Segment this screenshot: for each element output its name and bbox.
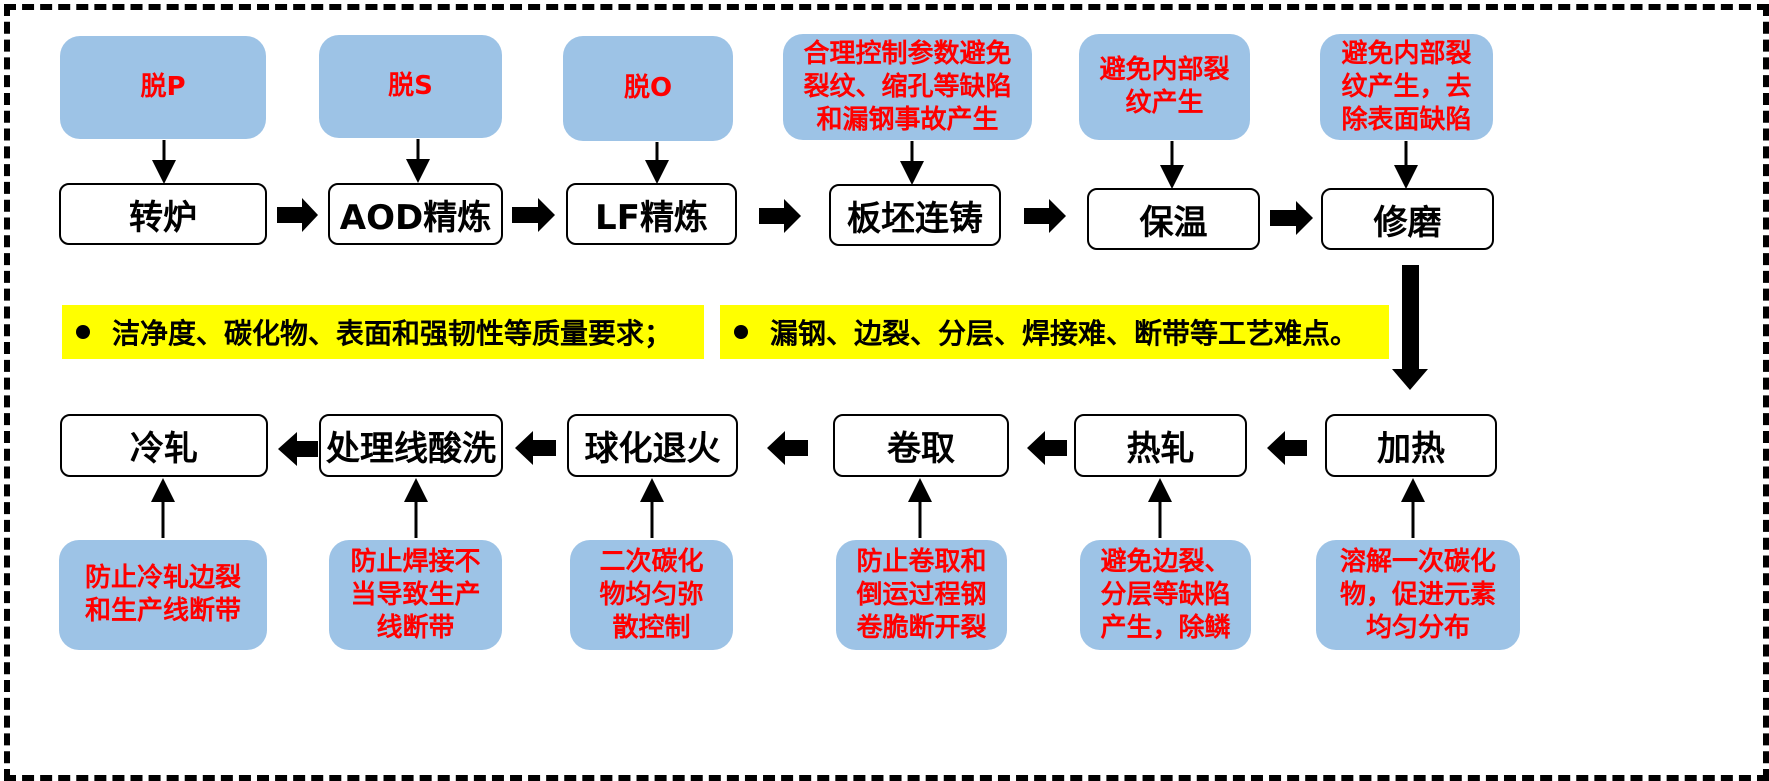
dashed-border	[4, 4, 1769, 781]
note-hot-rolling: 避免边裂、 分层等缺陷 产生，除鳞	[1080, 540, 1251, 650]
note-insulation: 避免内部裂 纹产生	[1079, 34, 1250, 140]
arrow-right-icon	[277, 198, 318, 232]
stage-hot-rolling: 热轧	[1074, 414, 1247, 477]
arrow-right-icon	[1024, 199, 1066, 233]
arrow-left-icon	[515, 431, 556, 465]
note-coiling: 防止卷取和 倒运过程钢 卷脆断开裂	[836, 540, 1007, 650]
stage-aod-refining: AOD精炼	[328, 183, 503, 245]
stage-converter: 转炉	[59, 183, 267, 245]
arrow-left-icon	[767, 431, 808, 465]
note-heating: 溶解一次碳化 物，促进元素 均匀分布	[1316, 540, 1520, 650]
arrow-right-icon	[1270, 201, 1313, 235]
stage-lf-refining: LF精炼	[566, 183, 737, 245]
note-cold-rolling: 防止冷轧边裂 和生产线断带	[59, 540, 267, 650]
banner-quality-requirements: 洁净度、碳化物、表面和强韧性等质量要求；	[62, 305, 704, 359]
arrow-left-icon	[1267, 431, 1307, 465]
arrow-left-icon	[1027, 431, 1067, 465]
arrow-right-icon	[759, 199, 801, 233]
note-de-p: 脱P	[60, 36, 266, 139]
bullet-icon	[734, 325, 748, 339]
stage-slab-casting: 板坯连铸	[829, 184, 1001, 246]
stage-insulation: 保温	[1087, 188, 1260, 250]
note-de-s: 脱S	[319, 35, 502, 138]
note-de-o: 脱O	[563, 36, 733, 141]
note-grinding: 避免内部裂 纹产生，去 除表面缺陷	[1320, 34, 1493, 140]
banner-process-difficulties: 漏钢、边裂、分层、焊接难、断带等工艺难点。	[720, 305, 1389, 359]
stage-grinding: 修磨	[1321, 188, 1494, 250]
stage-pickling-line: 处理线酸洗	[319, 414, 503, 477]
arrow-right-icon	[512, 198, 555, 232]
stage-heating: 加热	[1325, 414, 1497, 477]
arrow-left-icon	[278, 432, 318, 466]
stage-cold-rolling: 冷轧	[60, 414, 268, 477]
bullet-icon	[76, 325, 90, 339]
note-annealing: 二次碳化 物均匀弥 散控制	[570, 540, 733, 650]
stage-coiling: 卷取	[833, 414, 1009, 477]
stage-spheroidize-annealing: 球化退火	[567, 414, 738, 477]
note-pickling: 防止焊接不 当导致生产 线断带	[329, 540, 502, 650]
arrow-down-big-icon	[1392, 265, 1428, 390]
note-casting: 合理控制参数避免 裂纹、缩孔等缺陷 和漏钢事故产生	[783, 34, 1032, 140]
